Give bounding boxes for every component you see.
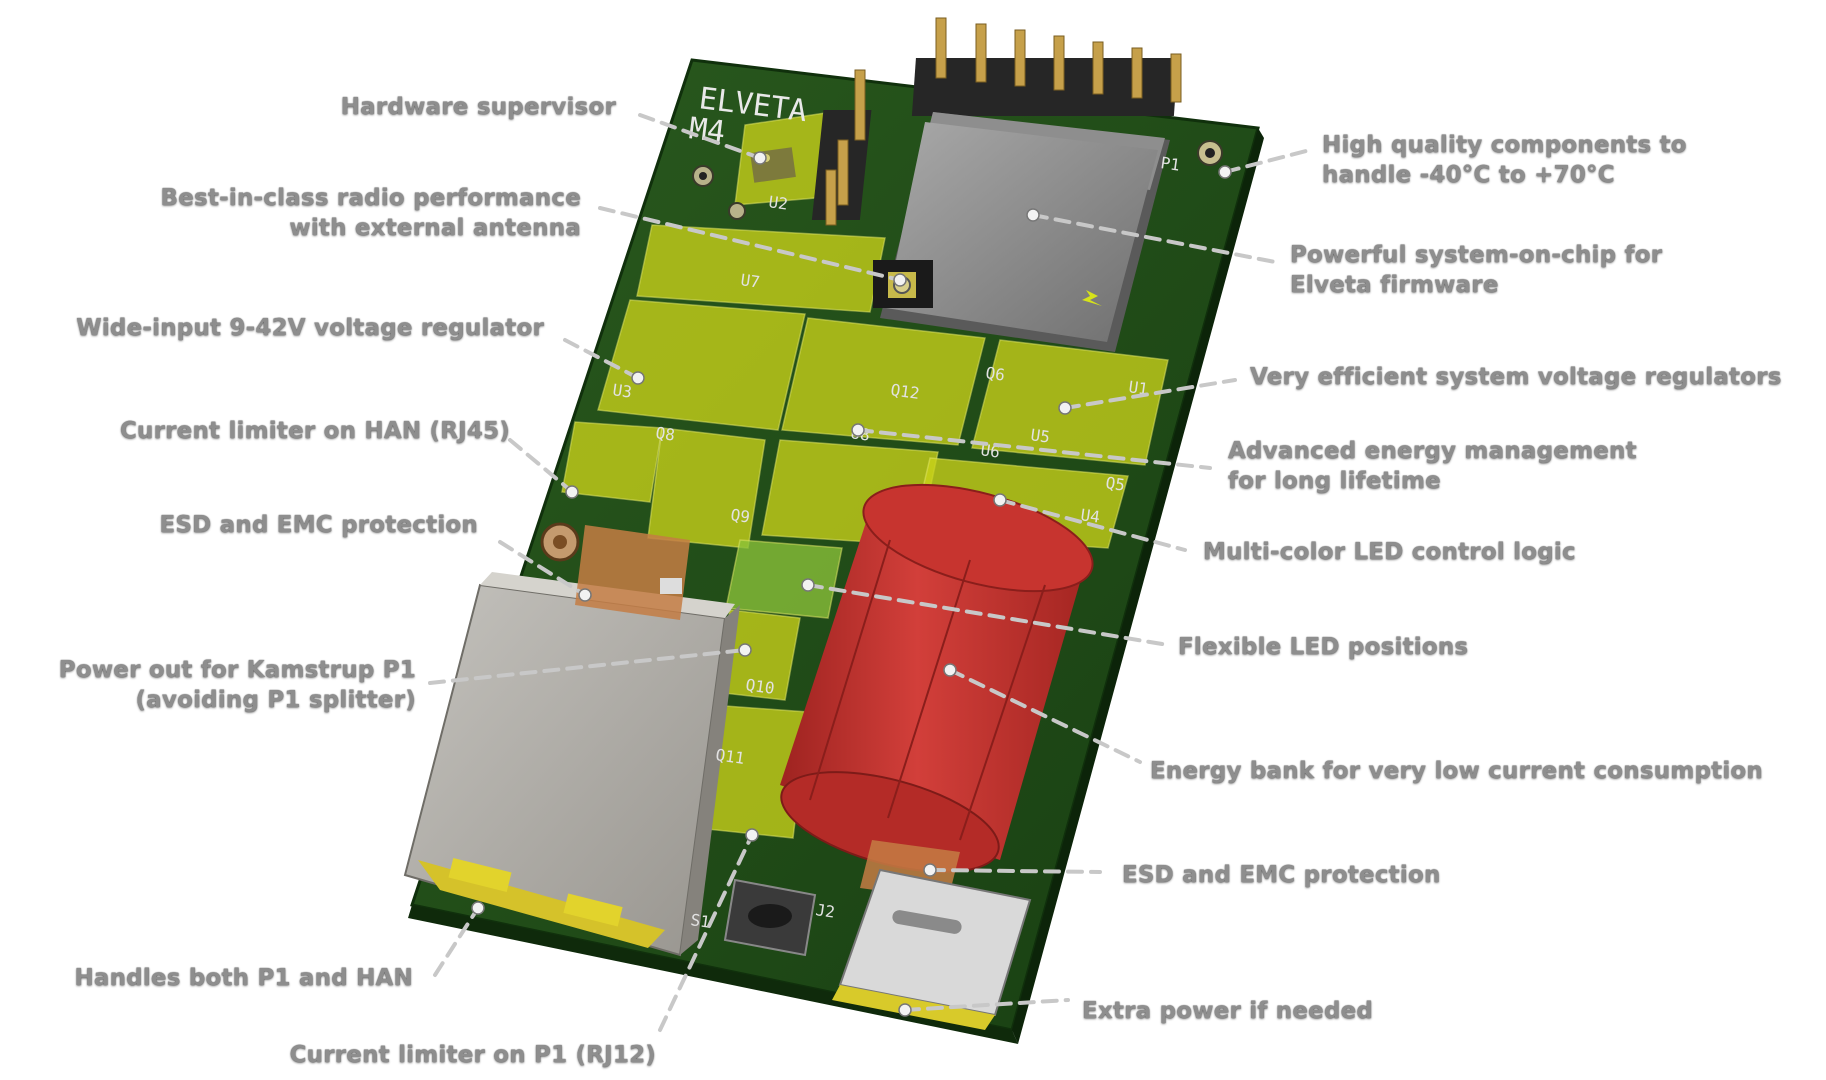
refdes-q12: Q12 [889, 380, 920, 403]
refdes-u2: U2 [767, 192, 789, 213]
refdes-q5: Q5 [1104, 473, 1126, 494]
refdes-labels: U2U7U3Q8Q9Q12U8Q6U1U5U6Q5U4Q10Q11J2S1P1 [611, 153, 1181, 931]
leader-hardware-supervisor [638, 113, 762, 160]
leader-lines [428, 113, 1312, 1032]
label-led-control: Multi-color LED control logic [1203, 539, 1576, 565]
esd-pad-left [575, 525, 690, 620]
leader-p1-limiter [658, 833, 754, 1032]
label-power-out-kamstrup: Power out for Kamstrup P1 (avoiding P1 s… [58, 657, 416, 713]
region-q12 [781, 317, 986, 446]
label-energy-management: Advanced energy management for long life… [1228, 438, 1637, 494]
label-hardware-supervisor: Hardware supervisor [340, 94, 616, 120]
refdes-u3: U3 [611, 380, 633, 401]
label-current-limiter-han: Current limiter on HAN (RJ45) [119, 418, 510, 444]
leader-led-positions [806, 583, 1170, 647]
label-esd-emc-left: ESD and EMC protection [159, 512, 478, 538]
leader-dots [471, 151, 1232, 1017]
label-high-quality-components: High quality components to handle -40°C … [1322, 132, 1687, 188]
region-led-green [725, 539, 843, 619]
label-system-regulators: Very efficient system voltage regulators [1250, 364, 1782, 390]
refdes-q9: Q9 [729, 505, 751, 526]
leader-power-out [428, 648, 747, 685]
leader-energy-bank [948, 668, 1142, 764]
refdes-s1: S1 [689, 910, 711, 931]
leader-system-regulators [1063, 378, 1237, 410]
leader-soc [1031, 213, 1277, 264]
leader-extra-power [903, 998, 1070, 1012]
region-regulator [597, 299, 806, 431]
leader-handles [433, 906, 480, 977]
leader-radio [598, 206, 902, 282]
refdes-q8: Q8 [654, 423, 676, 444]
mounting-holes [540, 140, 1223, 562]
refdes-q10: Q10 [744, 675, 775, 698]
silkscreen-model: M4 [687, 111, 727, 150]
esd-part [660, 578, 682, 594]
leader-han-limiter [508, 438, 572, 492]
label-handles-p1-han: Handles both P1 and HAN [74, 965, 413, 991]
soc-module [873, 112, 1170, 352]
leader-led-control [998, 498, 1187, 552]
leader-esd-right [928, 868, 1102, 874]
label-radio-performance: Best-in-class radio performance with ext… [160, 185, 581, 241]
label-current-limiter-p1: Current limiter on P1 (RJ12) [289, 1042, 656, 1068]
label-led-positions: Flexible LED positions [1178, 634, 1469, 660]
refdes-u4: U4 [1079, 505, 1101, 526]
leader-high-quality [1223, 148, 1312, 174]
leader-regulator [563, 338, 640, 380]
region-q6-u1 [971, 339, 1169, 466]
refdes-p1: P1 [1159, 153, 1181, 174]
label-system-on-chip: Powerful system-on-chip for Elveta firmw… [1290, 242, 1663, 298]
label-extra-power: Extra power if needed [1082, 998, 1374, 1024]
leader-energy-mgmt [856, 428, 1212, 470]
label-energy-bank: Energy bank for very low current consump… [1150, 758, 1764, 784]
region-han-limiter [561, 421, 663, 503]
refdes-u5: U5 [1029, 425, 1051, 446]
refdes-j2: J2 [814, 900, 836, 921]
refdes-q11: Q11 [714, 745, 745, 768]
refdes-u7: U7 [739, 270, 761, 291]
refdes-q6: Q6 [984, 363, 1006, 384]
header-pins [811, 17, 1182, 226]
push-button-s1 [723, 878, 817, 957]
region-radio [636, 224, 886, 313]
leader-esd-left [498, 540, 587, 597]
label-voltage-regulator: Wide-input 9-42V voltage regulator [76, 315, 544, 341]
label-esd-emc-right: ESD and EMC protection [1122, 862, 1441, 888]
